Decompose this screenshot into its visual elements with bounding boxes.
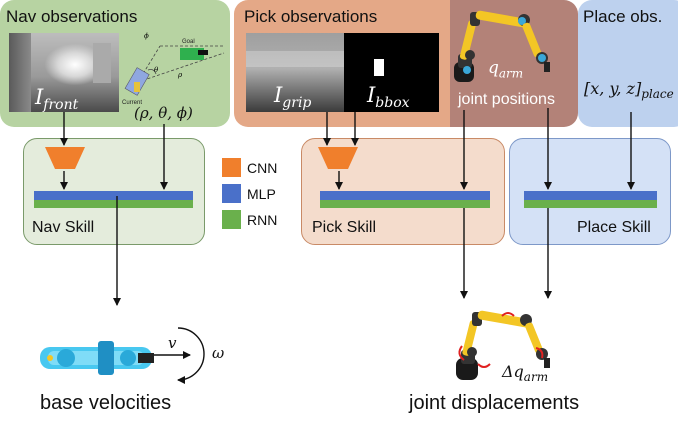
svg-text:ρ: ρ [177,71,183,79]
place-coords-label: [x, y, z]place [584,79,674,102]
bbox-image-label: Ibbox [367,83,410,112]
pick-observations-title: Pick observations [244,7,378,26]
grip-camera-image: Igrip [246,33,344,112]
place-skill-label: Place Skill [577,219,651,236]
nav-skill-label: Nav Skill [32,219,95,236]
svg-text:ϕ: ϕ [144,32,149,40]
goal-label: Goal [182,39,195,45]
legend-cnn-swatch [222,158,241,177]
v-label: v [168,334,177,352]
bbox-rectangle [374,59,384,76]
joint-displacements-label: joint displacements [409,392,580,414]
delta-q-arm-label: Δqarm [502,362,549,385]
robot-arm-top-image [454,10,550,82]
q-arm-label: qarm [488,58,524,81]
base-velocities-label: base velocities [40,392,172,414]
legend-rnn-swatch [222,210,241,229]
place-observations-title: Place obs. [583,7,663,26]
legend-cnn-label: CNN [247,160,278,176]
pick-cnn-block [318,147,358,169]
place-mlp-bar [524,191,657,200]
nav-cnn-block [45,147,85,169]
legend-mlp-swatch [222,184,241,203]
current-label: Current [122,100,142,106]
pick-skill-label: Pick Skill [312,219,377,236]
robot-arm-bottom-image [456,310,550,380]
nav-rnn-bar [34,200,193,208]
joint-positions-label: joint positions [458,91,555,108]
polar-coords-label: (ρ, θ, ϕ) [134,104,193,122]
front-camera-image: Ifront [9,33,119,112]
legend-rnn-label: RNN [247,212,278,228]
pick-mlp-bar [320,191,490,200]
robot-base-image [40,341,154,375]
polar-goal-diagram: ϕ θ ρ Goal Current [122,32,225,106]
pick-rnn-bar [320,200,490,208]
nav-observations-title: Nav observations [6,7,138,26]
grip-image-label: Igrip [274,83,312,112]
velocity-arrows [154,327,205,384]
front-image-label: Ifront [35,85,79,112]
bbox-mask-image: Ibbox [344,33,439,112]
legend-mlp-label: MLP [247,186,276,202]
place-observations-panel [578,0,678,127]
omega-label: ω [212,344,225,362]
nav-mlp-bar [34,191,193,200]
place-rnn-bar [524,200,657,208]
svg-text:θ: θ [154,66,159,74]
